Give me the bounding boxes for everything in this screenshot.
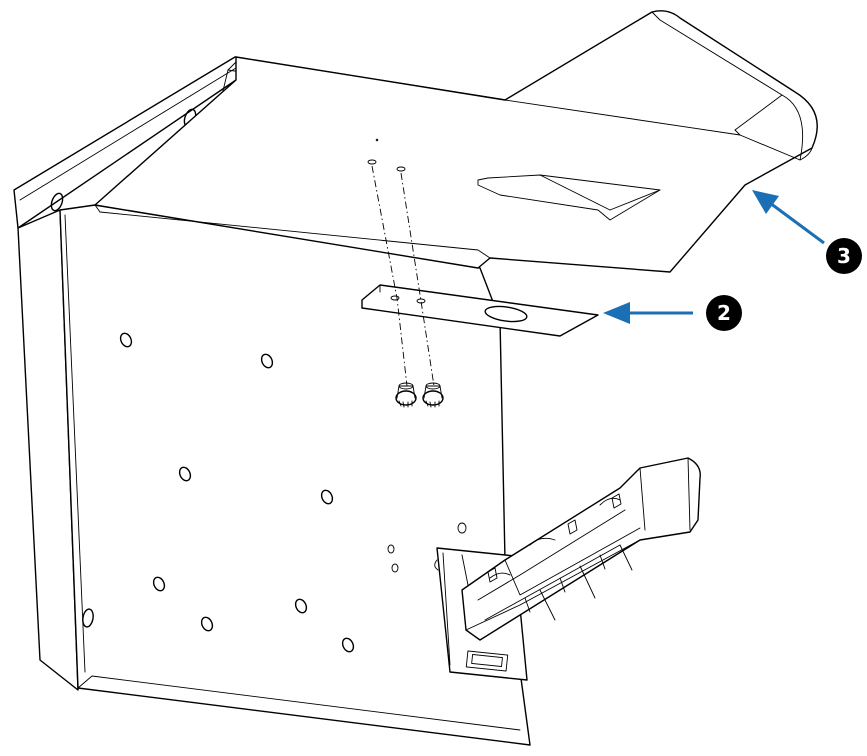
mounting-plate — [361, 284, 599, 337]
plate-large-hole — [484, 305, 528, 323]
shelf-cutout — [477, 174, 661, 221]
shelf-surface — [94, 10, 818, 273]
callout-number: 3 — [837, 244, 851, 268]
callout-badge — [826, 238, 862, 274]
screw-centerlines — [371, 165, 435, 387]
callout-number: 2 — [717, 301, 731, 325]
flange-hole — [82, 608, 94, 628]
arrow-head — [603, 302, 630, 324]
screws — [395, 382, 444, 408]
top-shelf-panel — [94, 10, 818, 273]
shelf-screw-hole — [396, 166, 406, 172]
callout-badge — [706, 295, 742, 331]
flange-hole — [50, 192, 64, 212]
bracket-assembly — [13, 56, 531, 746]
callout-3: 3 — [752, 190, 862, 274]
callout-2: 2 — [603, 295, 742, 331]
bracket-left-flange — [17, 209, 79, 691]
panel-holes — [119, 332, 467, 653]
arrow-head — [752, 190, 779, 214]
callout-arrow — [769, 201, 825, 245]
screw — [422, 382, 444, 408]
screw — [395, 382, 417, 408]
slide-tray — [434, 457, 701, 681]
shelf-screw-hole — [367, 159, 377, 165]
plate-screw-hole — [390, 295, 400, 301]
